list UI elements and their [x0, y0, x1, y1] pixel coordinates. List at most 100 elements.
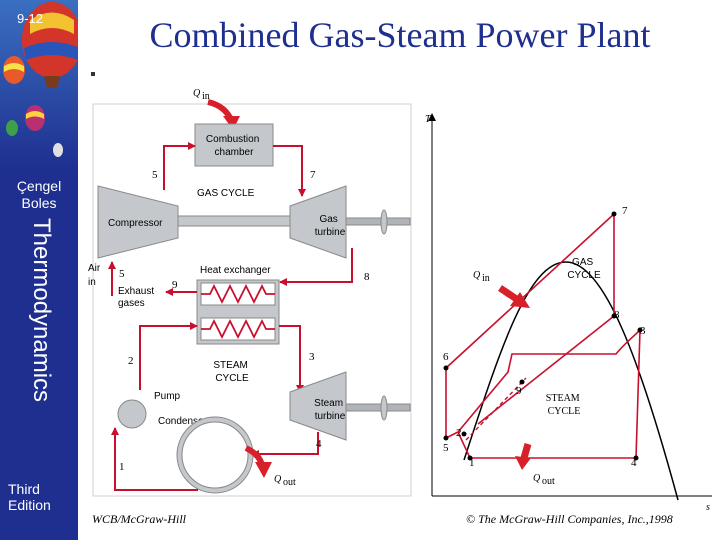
q-out-arrow-head: [255, 462, 272, 478]
air-in-label: Air in: [88, 263, 103, 288]
ts-label-7: 7: [622, 205, 628, 217]
schematic-state-4: 4: [316, 438, 322, 450]
heat-transfer-dashed-line: [465, 377, 527, 441]
ts-gas-cycle-label: GAS CYCLE: [567, 257, 601, 281]
ts-q-in-label: Q: [473, 270, 481, 281]
steam-shaft-coupling: [380, 395, 388, 421]
steam-turbine-label: Steam turbine: [314, 398, 346, 422]
pump: [117, 399, 147, 429]
steam-cycle-label-schematic: STEAM CYCLE: [213, 360, 250, 384]
ts-label-1: 1: [469, 457, 475, 469]
ts-q-out-arrow-shaft: [520, 443, 532, 459]
q-out-label: Q: [274, 474, 282, 485]
gas-turbine: [289, 185, 347, 259]
hx-coil-zigzag-upper: [201, 283, 275, 305]
footer-publisher: WCB/McGraw-Hill: [92, 512, 186, 526]
plant-schematic: Q in Combustion chamber 5 7 GAS CYCLE Co…: [88, 88, 412, 497]
line-state-2: [139, 322, 198, 390]
ts-q-out-label: Q: [533, 473, 541, 484]
edition-line-1: Third: [8, 481, 40, 497]
gas-line-6-7: [445, 213, 615, 369]
schematic-state-8: 8: [364, 271, 370, 283]
pump-label: Pump: [154, 391, 181, 402]
ts-label-6: 6: [443, 351, 449, 363]
ts-point-2: [461, 431, 467, 437]
ts-q-in-arrow-shaft: [498, 285, 520, 303]
edition-line-2: Edition: [8, 497, 51, 513]
condenser-label: Condenser: [158, 416, 208, 427]
gas-cycle-label: GAS CYCLE: [197, 188, 255, 199]
ts-point-7: [611, 211, 617, 217]
ts-steam-cycle-label: STEAM CYCLE: [546, 393, 582, 417]
gas-turbine-shaft: [177, 215, 291, 227]
ts-label-9: 9: [516, 385, 522, 397]
author-line-2: Boles: [21, 195, 57, 211]
gas-line-8-1: [477, 315, 615, 425]
footer-copyright: © The McGraw-Hill Companies, Inc.,1998: [466, 512, 673, 526]
steam-turbine: [289, 371, 347, 441]
ts-label-4: 4: [631, 457, 637, 469]
ts-point-5: [443, 435, 449, 441]
edition-label: Third Edition: [8, 481, 51, 513]
combustion-chamber: [194, 123, 274, 167]
q-in-subscript: in: [202, 91, 210, 102]
hx-coil-zigzag-lower: [201, 318, 275, 340]
schematic-state-5: 5: [119, 268, 125, 280]
line-state-3: [279, 325, 304, 393]
ts-point-9: [519, 379, 525, 385]
ts-point-8: [611, 313, 617, 319]
ts-diagram: T s 7 8 3 6 5 2 1 4 9 GAS: [425, 113, 712, 513]
ts-label-3: 3: [640, 325, 646, 337]
steam-line-2-3: [457, 329, 641, 433]
ts-point-3: [637, 327, 643, 333]
compressor: [97, 185, 179, 259]
line-state-1: [111, 427, 198, 491]
schematic-state-7: 7: [310, 169, 316, 181]
ts-point-6: [443, 365, 449, 371]
steam-line-3-4: [635, 329, 641, 459]
schematic-state-9: 9: [172, 279, 178, 291]
balloon-image: [0, 0, 78, 170]
line-state-6: [163, 142, 196, 190]
saturation-dome: [463, 261, 679, 501]
heat-exchanger-label: Heat exchanger: [200, 265, 271, 276]
q-in-arrow-head: [223, 116, 240, 130]
t-axis-label: T: [425, 114, 432, 125]
ts-q-in-subscript: in: [482, 273, 490, 284]
compressor-label: Compressor: [108, 218, 163, 229]
ts-label-5: 5: [443, 442, 449, 454]
slide-title: Combined Gas-Steam Power Plant: [149, 15, 651, 55]
ts-q-out-arrow-head: [515, 456, 531, 470]
ts-q-in-arrow-head: [510, 292, 530, 308]
ts-label-2: 2: [456, 427, 462, 439]
title-bullet: [91, 72, 95, 76]
author-names: Çengel Boles: [0, 178, 78, 212]
exhaust-gases-label: Exhaust gases: [118, 286, 157, 309]
combustion-chamber-label: Combustion chamber: [206, 134, 262, 158]
gas-turbine-label: Gas turbine: [315, 214, 346, 238]
steam-line-4-1: [457, 431, 636, 459]
steam-output-shaft: [345, 403, 411, 412]
schematic-state-2: 2: [128, 355, 134, 367]
ts-label-8: 8: [614, 309, 620, 321]
shaft-coupling: [380, 209, 388, 235]
condenser-inner: [181, 421, 249, 489]
slide-number: 9-12: [17, 11, 44, 26]
ts-point-4: [633, 455, 639, 461]
ts-q-out-subscript: out: [542, 476, 555, 487]
line-state-4: [251, 432, 319, 458]
sidebar: 9-12 Çengel Boles Thermodynamics Third E…: [0, 0, 78, 540]
author-line-1: Çengel: [16, 178, 62, 194]
line-state-8: [279, 248, 353, 286]
s-axis-label: s: [706, 502, 710, 513]
ts-point-1: [467, 455, 473, 461]
schematic-frame: [92, 103, 412, 497]
schematic-state-6: 5: [152, 169, 158, 181]
line-state-7: [273, 145, 306, 197]
schematic-state-3: 3: [309, 351, 315, 363]
q-in-label: Q: [193, 88, 201, 99]
q-out-subscript: out: [283, 477, 296, 488]
schematic-state-1: 1: [119, 461, 125, 473]
output-shaft: [345, 217, 411, 226]
